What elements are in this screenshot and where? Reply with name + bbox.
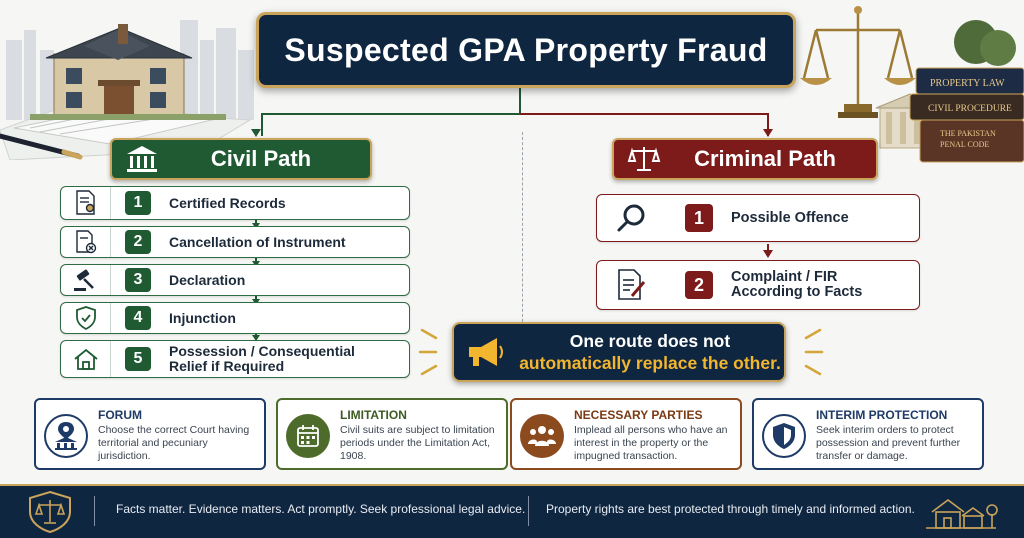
page-title: Suspected GPA Property Fraud: [284, 31, 768, 68]
interim-protection-card-title: INTERIM PROTECTION: [816, 408, 948, 422]
civil-step-5-label-line1: Possession / Consequential: [169, 343, 355, 359]
page-title-banner: Suspected GPA Property Fraud: [256, 12, 796, 88]
criminal-path-header: Criminal Path: [612, 138, 878, 180]
shield-icon: [61, 303, 111, 333]
civil-step-4-label: Injunction: [169, 309, 236, 326]
civil-path-label: Civil Path: [210, 146, 312, 171]
house-icon: [61, 341, 111, 377]
people-group-icon: [520, 414, 564, 458]
book-civil-procedure: CIVIL PROCEDURE: [928, 104, 1012, 114]
civil-step-1-number: 1: [125, 191, 151, 215]
criminal-step-2-label-line2: According to Facts: [731, 284, 863, 300]
gavel-icon: [61, 265, 111, 295]
criminal-step-2: 2 Complaint / FIR According to Facts: [596, 260, 920, 310]
footer-house-icon: [926, 499, 998, 529]
civil-step-5: 5 Possession / Consequential Relief if R…: [60, 340, 410, 378]
key-message-callout: One route does not automatically replace…: [452, 322, 786, 382]
shield-scales-logo: [29, 490, 71, 534]
certified-document-icon: [61, 187, 111, 219]
cancel-document-icon: [61, 227, 111, 257]
civil-step-2-number: 2: [125, 230, 151, 254]
criminal-step-1: 1 Possible Offence: [596, 194, 920, 242]
magnifier-icon: [597, 195, 667, 241]
callout-text: One route does not automatically replace…: [516, 330, 784, 374]
protection-shield-icon: [762, 414, 806, 458]
civil-step-2-label: Cancellation of Instrument: [169, 233, 346, 250]
interim-protection-card-text: Seek interim orders to protect possessio…: [816, 424, 961, 462]
limitation-card: LIMITATION Civil suits are subject to li…: [276, 398, 508, 470]
civil-step-3: 3 Declaration: [60, 264, 410, 296]
megaphone-icon: [454, 335, 516, 369]
criminal-step-2-label-line1: Complaint / FIR: [731, 269, 838, 285]
courthouse-location-icon: [44, 414, 88, 458]
civil-step-1-label: Certified Records: [169, 194, 286, 211]
limitation-card-title: LIMITATION: [340, 408, 407, 422]
scales-and-law-books-illustration: PROPERTY LAW CIVIL PROCEDURE THE PAKISTA…: [800, 6, 1024, 163]
interim-protection-card-body: INTERIM PROTECTION Seek interim orders t…: [816, 408, 976, 463]
complaint-document-icon: [597, 261, 667, 309]
criminal-path-label: Criminal Path: [694, 146, 836, 171]
necessary-parties-card-body: NECESSARY PARTIES Implead all persons wh…: [574, 408, 734, 463]
civil-step-5-label-line2: Relief if Required: [169, 358, 285, 374]
footer-advice-text: Facts matter. Evidence matters. Act prom…: [116, 502, 526, 516]
criminal-step-2-label: Complaint / FIR According to Facts: [731, 270, 862, 300]
necessary-parties-card: NECESSARY PARTIES Implead all persons wh…: [510, 398, 742, 470]
criminal-step-2-number: 2: [685, 271, 713, 299]
civil-step-4-number: 4: [125, 306, 151, 330]
civil-step-4: 4 Injunction: [60, 302, 410, 334]
callout-line-1: One route does not: [569, 331, 731, 351]
civil-step-5-number: 5: [125, 347, 151, 371]
forum-card-body: FORUM Choose the correct Court having te…: [98, 408, 258, 463]
necessary-parties-card-text: Implead all persons who have an interest…: [574, 424, 728, 462]
scales-icon: [614, 145, 674, 173]
forum-card-title: FORUM: [98, 408, 142, 422]
footer-separator: [528, 496, 529, 526]
civil-step-3-label: Declaration: [169, 271, 246, 288]
limitation-card-text: Civil suits are subject to limitation pe…: [340, 424, 495, 462]
footer-tagline-text: Property rights are best protected throu…: [546, 502, 915, 516]
calendar-icon: [286, 414, 330, 458]
civil-step-2: 2 Cancellation of Instrument: [60, 226, 410, 258]
path-divider: [522, 132, 523, 332]
footer-separator: [94, 496, 95, 526]
forum-card: FORUM Choose the correct Court having te…: [34, 398, 266, 470]
criminal-step-1-number: 1: [685, 204, 713, 232]
forum-card-text: Choose the correct Court having territor…: [98, 424, 250, 462]
necessary-parties-card-title: NECESSARY PARTIES: [574, 408, 703, 422]
civil-path-header: Civil Path: [110, 138, 372, 180]
civil-step-3-number: 3: [125, 268, 151, 292]
civil-step-1: 1 Certified Records: [60, 186, 410, 220]
civil-step-5-label: Possession / Consequential Relief if Req…: [169, 344, 355, 374]
courthouse-icon: [112, 145, 172, 173]
criminal-step-1-label: Possible Offence: [731, 209, 849, 226]
limitation-card-body: LIMITATION Civil suits are subject to li…: [340, 408, 500, 463]
footer-bar: [0, 484, 1024, 538]
book-property-law: PROPERTY LAW: [930, 78, 1005, 89]
interim-protection-card: INTERIM PROTECTION Seek interim orders t…: [752, 398, 984, 470]
callout-rays: [418, 328, 824, 376]
callout-line-2: automatically replace the other.: [519, 353, 781, 373]
